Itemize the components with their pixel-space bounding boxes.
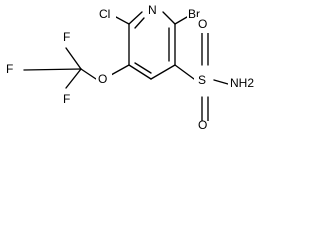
bond-c5-o-ether	[110, 64, 130, 76]
bond-c4-c5	[128, 64, 152, 80]
label-bg-s	[194, 72, 212, 90]
bond-o-cf3	[80, 68, 97, 80]
atom-label-n: N	[148, 3, 157, 17]
atom-label-o-top: O	[198, 17, 207, 31]
atom-label-f-left: F	[6, 62, 13, 76]
bond-cf3-f-left	[23, 68, 82, 71]
bond-cf3-f-bottom	[65, 68, 82, 89]
bond-c6-cl	[115, 16, 130, 25]
label-bg-o-bottom	[196, 121, 214, 132]
label-bg-cl	[98, 7, 116, 23]
atom-label-o-ether: O	[98, 72, 107, 86]
chemical-structure-diagram: N Cl Br O F F F S O O NH2	[4, 3, 270, 132]
atom-label-nh2: NH2	[230, 76, 254, 90]
bond-c2-br	[174, 16, 188, 25]
bond-cf3-f-top	[65, 47, 82, 70]
bond-n1-c2	[162, 11, 176, 25]
bond-c4-c5-double	[134, 62, 152, 74]
label-bg-f-top	[61, 30, 75, 46]
bond-c3-c4	[150, 64, 176, 80]
atom-label-s: S	[198, 73, 206, 87]
label-bg-f-bottom	[61, 92, 75, 108]
label-bg-o-ether	[96, 72, 112, 88]
atom-label-o-bottom: O	[198, 118, 207, 132]
atom-label-f-top: F	[63, 30, 70, 44]
bond-s-nh2	[213, 79, 229, 85]
label-bg-o-top	[196, 17, 214, 33]
bond-c3-s	[174, 64, 195, 80]
bond-c6-n1	[128, 11, 143, 25]
atom-label-cl: Cl	[99, 7, 110, 21]
atom-label-f-bottom: F	[63, 92, 70, 106]
label-bg-n	[145, 4, 161, 20]
bond-c6-n1-double	[134, 17, 145, 29]
label-bg-f-left	[4, 62, 18, 78]
label-bg-nh2	[228, 75, 270, 95]
